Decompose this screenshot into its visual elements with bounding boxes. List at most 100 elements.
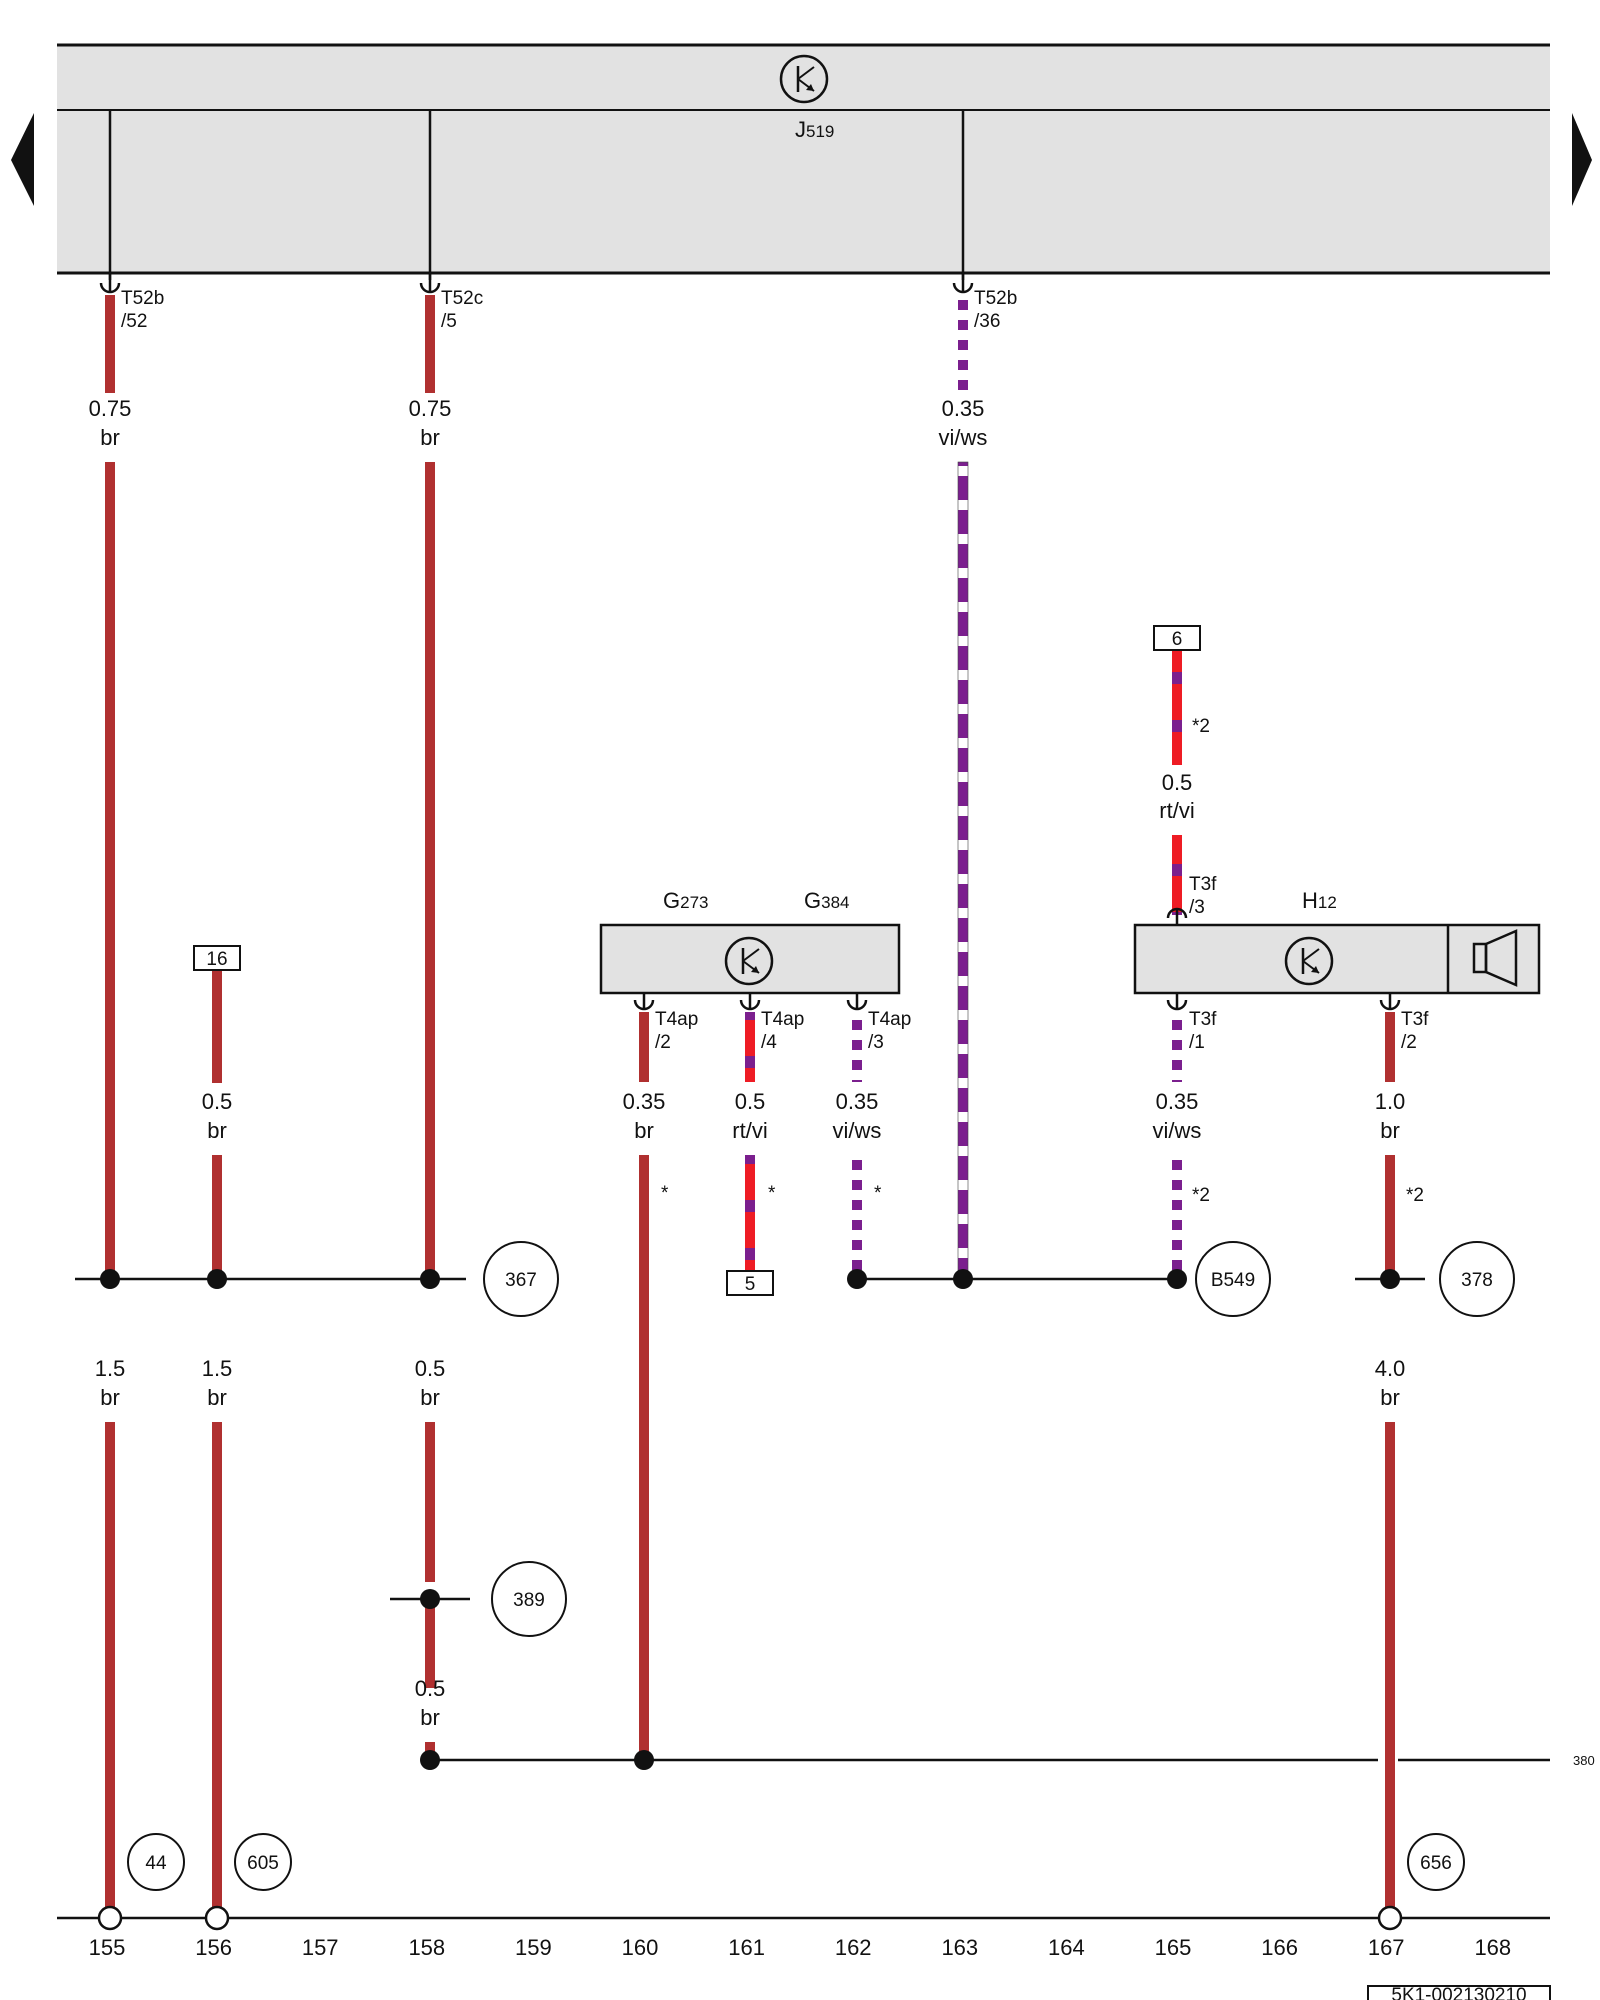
footnote-marker: *2 [1192, 1185, 1210, 1206]
ref-node-label: 605 [247, 1853, 279, 1874]
wire-161 [745, 1012, 755, 1271]
ref-node-label: 389 [513, 1590, 545, 1611]
speaker-icon [1472, 929, 1518, 987]
footnote-marker: * [768, 1183, 776, 1204]
column-number: 163 [941, 1935, 978, 1960]
connector-t52c-5: T52c [441, 288, 483, 309]
wire-size-label: 0.35 [942, 396, 985, 421]
connector-t4ap-3: T4ap [868, 1009, 911, 1030]
svg-text:5: 5 [745, 1274, 756, 1295]
sensor-g273-g384: G273 G384 [599, 888, 901, 995]
wire-155 [105, 295, 115, 1912]
connector-t3f-1: T3f [1189, 1009, 1217, 1030]
ref-node-367[interactable] [483, 1241, 559, 1317]
wire-162 [852, 1012, 862, 1278]
ref-node-label: B549 [1211, 1270, 1255, 1291]
wire-color-label: br [1380, 1118, 1400, 1143]
ref-node-378[interactable] [1439, 1241, 1515, 1317]
j519-label: J519 [795, 117, 834, 142]
footnote-marker: *2 [1192, 716, 1210, 737]
wire-160 [639, 1012, 649, 1761]
column-number: 166 [1261, 1935, 1298, 1960]
column-number: 157 [302, 1935, 339, 1960]
ref-node-605[interactable] [234, 1833, 292, 1891]
diagram-id-tab: 5K1-002130210 [1367, 1985, 1551, 2000]
connector-t4ap-2-pin: /2 [655, 1032, 671, 1053]
connector-t4ap-3-pin: /3 [868, 1032, 884, 1053]
ref-node-label: 367 [505, 1270, 537, 1291]
j519-internal-lines [108, 110, 965, 280]
wire-color-label: br [1380, 1385, 1400, 1410]
wire-color-label: vi/ws [833, 1118, 882, 1143]
connector-t52b-36-pin: /36 [974, 311, 1000, 332]
connector-t3f-3-pin: /3 [1189, 897, 1205, 918]
footnote-marker: *2 [1406, 1185, 1424, 1206]
column-number: 156 [195, 1935, 232, 1960]
column-number: 159 [515, 1935, 552, 1960]
wire-size-label: 0.5 [415, 1676, 446, 1701]
footnote-marker: * [874, 1183, 882, 1204]
wire-size-label: 0.5 [202, 1089, 233, 1114]
connector-t3f-3: T3f [1189, 874, 1217, 895]
connector-t3f-2: T3f [1401, 1009, 1429, 1030]
connector-t52b-52: T52b [121, 288, 164, 309]
wire-size-label: 0.5 [415, 1356, 446, 1381]
column-number: 167 [1368, 1935, 1405, 1960]
connector-t4ap-4: T4ap [761, 1009, 804, 1030]
wire-color-label: br [420, 1705, 440, 1730]
wire-size-label: 1.5 [202, 1356, 233, 1381]
next-page-arrow[interactable] [1572, 113, 1592, 206]
connector-t52b-36: T52b [974, 288, 1017, 309]
electronic-symbol-icon [724, 936, 774, 986]
wire-size-label: 1.5 [95, 1356, 126, 1381]
column-number: 161 [728, 1935, 765, 1960]
svg-text:6: 6 [1172, 629, 1183, 650]
wire-165-low [1172, 1012, 1182, 1278]
ref-node-label: 656 [1420, 1853, 1452, 1874]
wire-color-label: br [420, 1385, 440, 1410]
column-number: 155 [89, 1935, 126, 1960]
column-number: 158 [408, 1935, 445, 1960]
ref-box-6: 6 [1153, 625, 1201, 651]
wire-color-label: br [207, 1385, 227, 1410]
wire-156 [212, 970, 222, 1912]
ref-node-389[interactable] [491, 1561, 567, 1637]
wire-165-top [1172, 651, 1182, 915]
ref-node-b549[interactable] [1195, 1241, 1271, 1317]
ref-node-656[interactable] [1407, 1833, 1465, 1891]
wire-color-label: br [100, 425, 120, 450]
wire-size-label: 0.5 [1162, 770, 1193, 795]
connector-t52c-5-pin: /5 [441, 311, 457, 332]
wire-color-label: br [100, 1385, 120, 1410]
wire-size-label: 0.35 [623, 1089, 666, 1114]
wire-color-label: br [420, 425, 440, 450]
bus-lines [57, 1277, 1550, 1920]
ref-node-44[interactable] [127, 1833, 185, 1891]
h12-label: H12 [1302, 888, 1337, 913]
connector-t4ap-4-pin: /4 [761, 1032, 777, 1053]
connector-t3f-2-pin: /2 [1401, 1032, 1417, 1053]
ref-box-16: 16 [193, 945, 241, 971]
wire-color-label: rt/vi [1159, 798, 1194, 823]
ref-node-label: 44 [145, 1853, 167, 1874]
ref-node-label: 378 [1461, 1270, 1493, 1291]
wire-color-label: rt/vi [732, 1118, 767, 1143]
wire-size-label: 4.0 [1375, 1356, 1406, 1381]
electronic-symbol-icon [1284, 936, 1334, 986]
column-number: 160 [622, 1935, 659, 1960]
column-number: 168 [1474, 1935, 1511, 1960]
column-number: 164 [1048, 1935, 1085, 1960]
column-number: 162 [835, 1935, 872, 1960]
previous-page-arrow[interactable] [11, 113, 34, 206]
connector-t3f-1-pin: /1 [1189, 1032, 1205, 1053]
wire-size-label: 0.75 [89, 396, 132, 421]
connector-t52b-52-pin: /52 [121, 311, 147, 332]
junction-dots [100, 1269, 1400, 1770]
svg-text:5K1-002130210: 5K1-002130210 [1391, 1985, 1526, 2000]
wire-167 [1385, 1012, 1395, 1912]
ground-terminals [97, 1905, 1403, 1931]
wire-size-label: 0.35 [1156, 1089, 1199, 1114]
wire-color-label: br [634, 1118, 654, 1143]
wire-color-label: vi/ws [939, 425, 988, 450]
